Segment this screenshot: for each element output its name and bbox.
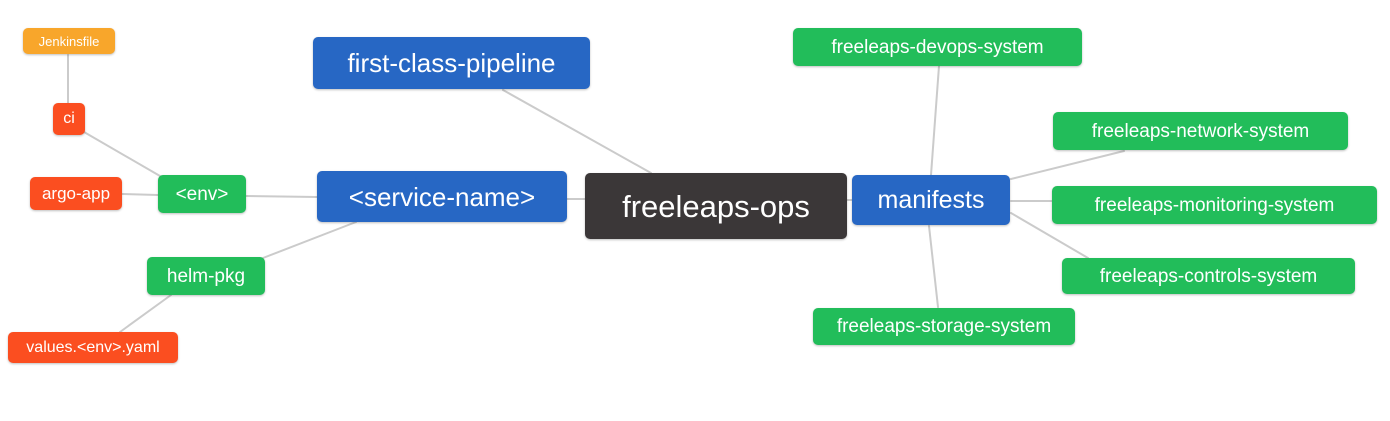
node-values-env-yaml[interactable]: values.<env>.yaml bbox=[8, 332, 178, 363]
edge-devops-system-to-manifests bbox=[930, 65, 940, 176]
node-label: argo-app bbox=[41, 184, 111, 203]
node-freeleaps-ops[interactable]: freeleaps-ops bbox=[585, 173, 847, 239]
node-first-class-pipeline[interactable]: first-class-pipeline bbox=[313, 37, 590, 89]
node-label: ci bbox=[63, 110, 75, 127]
edge-manifests-to-storage-system bbox=[928, 225, 939, 308]
node-ci[interactable]: ci bbox=[53, 103, 85, 135]
node-label: freeleaps-network-system bbox=[1091, 120, 1310, 142]
edge-argo-app-to-env bbox=[121, 193, 159, 196]
node-devops-system[interactable]: freeleaps-devops-system bbox=[793, 28, 1082, 66]
node-label: <env> bbox=[175, 183, 229, 205]
node-label: freeleaps-storage-system bbox=[836, 316, 1052, 337]
edge-first-class-pipeline-to-freeleaps-ops bbox=[502, 89, 652, 174]
node-helm-pkg[interactable]: helm-pkg bbox=[147, 257, 265, 295]
node-label: first-class-pipeline bbox=[347, 48, 556, 78]
node-label: helm-pkg bbox=[166, 265, 246, 287]
node-label: Jenkinsfile bbox=[38, 33, 100, 49]
node-manifests[interactable]: manifests bbox=[852, 175, 1010, 225]
node-argo-app[interactable]: argo-app bbox=[30, 177, 122, 210]
edge-helm-pkg-to-values-env-yaml bbox=[119, 294, 172, 333]
node-controls-system[interactable]: freeleaps-controls-system bbox=[1062, 258, 1355, 294]
node-label: values.<env>.yaml bbox=[26, 338, 160, 356]
node-monitoring-system[interactable]: freeleaps-monitoring-system bbox=[1052, 186, 1377, 224]
node-label: <service-name> bbox=[348, 181, 536, 212]
node-label: manifests bbox=[877, 185, 985, 214]
edge-env-to-service-name bbox=[245, 195, 318, 198]
node-network-system[interactable]: freeleaps-network-system bbox=[1053, 112, 1348, 150]
node-storage-system[interactable]: freeleaps-storage-system bbox=[813, 308, 1075, 345]
node-service-name[interactable]: <service-name> bbox=[317, 171, 567, 222]
edge-manifests-to-network-system bbox=[1010, 150, 1125, 180]
edge-manifests-to-controls-system bbox=[1010, 212, 1089, 259]
node-label: freeleaps-ops bbox=[622, 188, 810, 224]
node-label: freeleaps-devops-system bbox=[831, 36, 1044, 58]
edge-service-name-to-helm-pkg bbox=[262, 221, 357, 259]
node-jenkinsfile[interactable]: Jenkinsfile bbox=[23, 28, 115, 54]
edge-ci-to-env bbox=[83, 131, 161, 177]
node-env[interactable]: <env> bbox=[158, 175, 246, 213]
node-label: freeleaps-monitoring-system bbox=[1094, 194, 1335, 216]
node-label: freeleaps-controls-system bbox=[1099, 265, 1318, 287]
